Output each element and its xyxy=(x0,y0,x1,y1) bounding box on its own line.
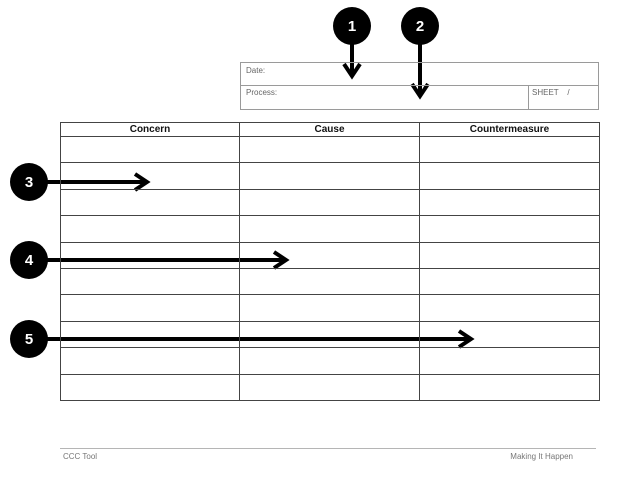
concern-cell[interactable] xyxy=(60,162,240,190)
concern-cell[interactable] xyxy=(60,267,240,296)
countermeasure-cell[interactable] xyxy=(419,320,600,349)
header-cause: Cause xyxy=(239,122,420,137)
callout-badge-3: 3 xyxy=(10,163,48,201)
table-row xyxy=(60,188,600,217)
callout-badge-1: 1 xyxy=(333,7,371,45)
footer-left-text: CCC Tool xyxy=(63,452,98,461)
sheet-divider xyxy=(528,85,529,109)
table-row xyxy=(60,215,600,243)
table-row xyxy=(60,373,600,401)
countermeasure-cell[interactable] xyxy=(419,347,600,375)
table-body xyxy=(60,135,600,401)
table-header-row: Concern Cause Countermeasure xyxy=(60,122,600,137)
header-form: Date: Process: SHEET / xyxy=(240,62,599,110)
cause-cell[interactable] xyxy=(239,188,420,217)
concern-cause-countermeasure-table: Concern Cause Countermeasure xyxy=(60,122,600,401)
process-label: Process: xyxy=(246,88,278,97)
countermeasure-cell[interactable] xyxy=(419,241,600,269)
cause-cell[interactable] xyxy=(239,347,420,375)
header-countermeasure: Countermeasure xyxy=(419,122,600,137)
footer-rule xyxy=(60,448,596,449)
cause-cell[interactable] xyxy=(239,373,420,401)
countermeasure-cell[interactable] xyxy=(419,373,600,401)
date-label: Date: xyxy=(246,66,266,75)
form-divider xyxy=(241,85,598,86)
countermeasure-cell[interactable] xyxy=(419,267,600,296)
table-row xyxy=(60,294,600,322)
table-row xyxy=(60,320,600,349)
concern-cell[interactable] xyxy=(60,188,240,217)
countermeasure-cell[interactable] xyxy=(419,135,600,164)
table-row xyxy=(60,162,600,190)
concern-cell[interactable] xyxy=(60,320,240,349)
countermeasure-cell[interactable] xyxy=(419,294,600,322)
table-row xyxy=(60,267,600,296)
sheet-label: SHEET / xyxy=(532,88,570,97)
concern-cell[interactable] xyxy=(60,373,240,401)
callout-badge-5: 5 xyxy=(10,320,48,358)
countermeasure-cell[interactable] xyxy=(419,188,600,217)
header-concern: Concern xyxy=(60,122,240,137)
cause-cell[interactable] xyxy=(239,162,420,190)
concern-cell[interactable] xyxy=(60,215,240,243)
concern-cell[interactable] xyxy=(60,135,240,164)
cause-cell[interactable] xyxy=(239,320,420,349)
cause-cell[interactable] xyxy=(239,294,420,322)
callout-badge-2: 2 xyxy=(401,7,439,45)
cause-cell[interactable] xyxy=(239,135,420,164)
table-row xyxy=(60,135,600,164)
table-row xyxy=(60,241,600,269)
concern-cell[interactable] xyxy=(60,241,240,269)
table-row xyxy=(60,347,600,375)
footer-right-text: Making It Happen xyxy=(510,452,573,461)
cause-cell[interactable] xyxy=(239,215,420,243)
countermeasure-cell[interactable] xyxy=(419,215,600,243)
cause-cell[interactable] xyxy=(239,241,420,269)
callout-badge-4: 4 xyxy=(10,241,48,279)
cause-cell[interactable] xyxy=(239,267,420,296)
concern-cell[interactable] xyxy=(60,294,240,322)
concern-cell[interactable] xyxy=(60,347,240,375)
countermeasure-cell[interactable] xyxy=(419,162,600,190)
